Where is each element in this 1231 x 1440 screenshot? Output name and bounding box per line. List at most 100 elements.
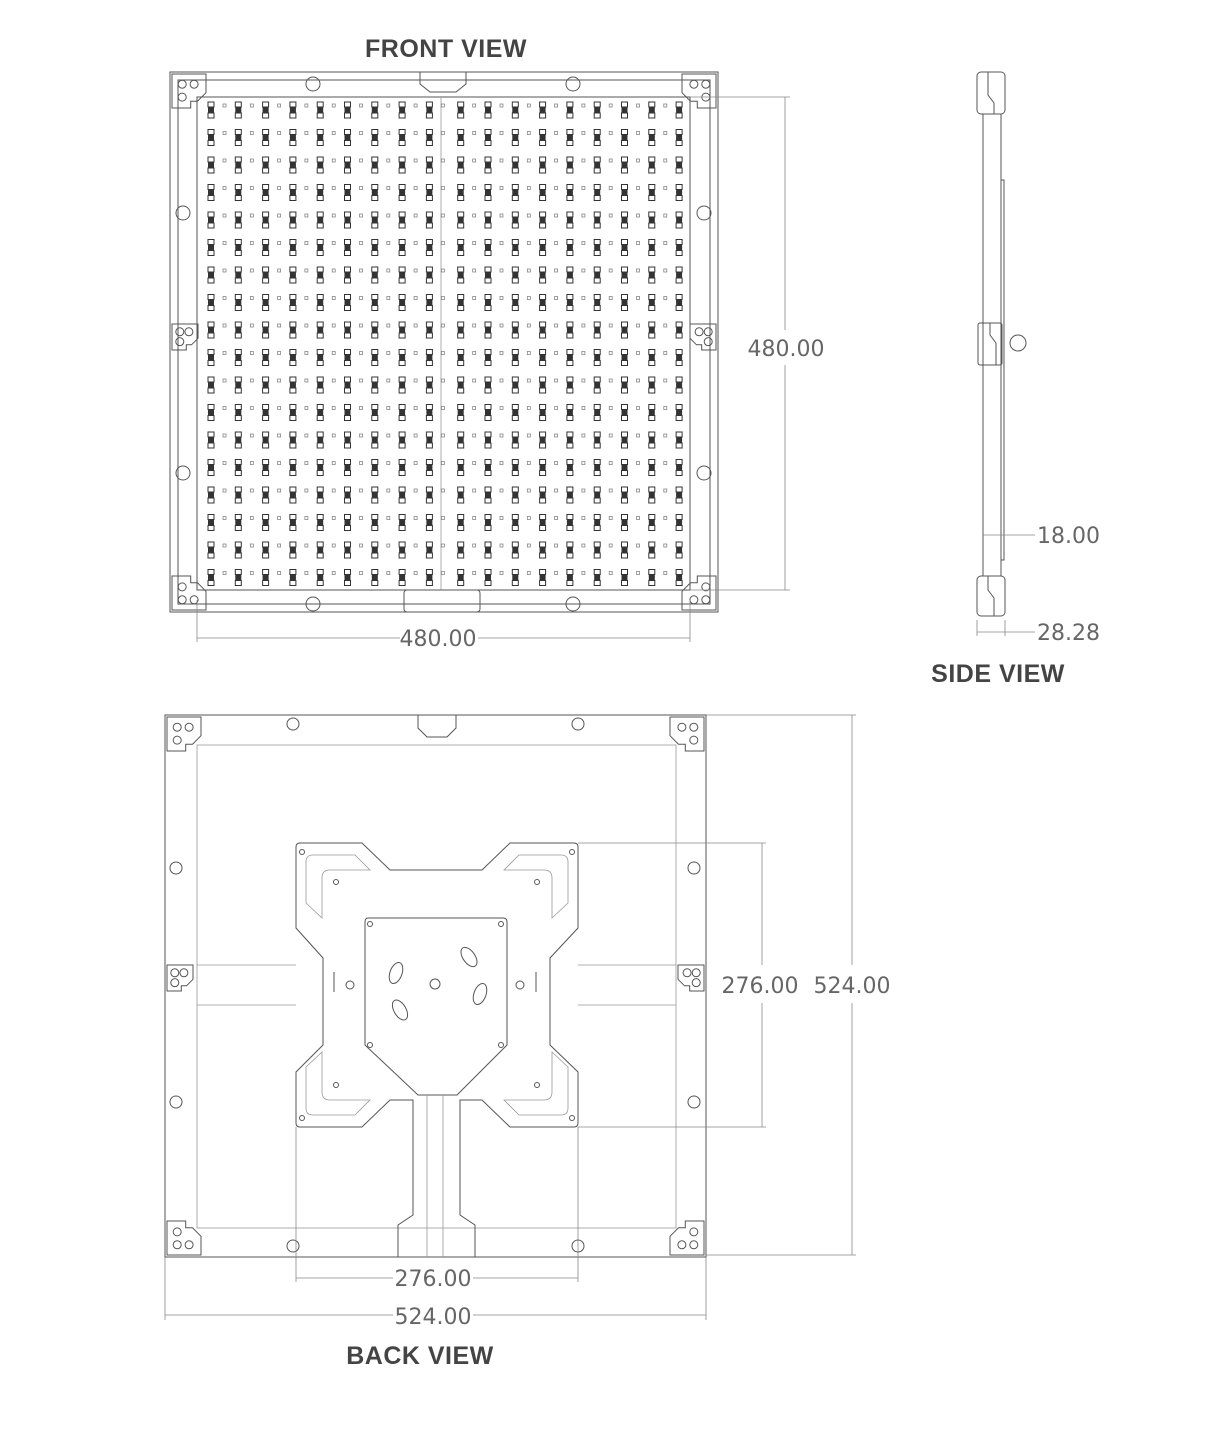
led-pixel: [675, 266, 683, 284]
led-component: [413, 241, 418, 245]
led-pixel: [539, 156, 558, 174]
led-pixel: [398, 239, 418, 256]
screw-icon: [184, 1240, 194, 1250]
led-component: [608, 186, 613, 190]
led-pixel: [398, 266, 418, 284]
led-pixel: [566, 404, 586, 421]
back-frame-inner: [196, 744, 677, 1229]
led-pixel: [425, 541, 445, 559]
led-pixel: [539, 459, 558, 476]
led-component: [472, 186, 477, 190]
led-pixel: [316, 376, 336, 394]
led-component: [304, 296, 309, 300]
led-pixel: [398, 156, 418, 174]
led-component: [413, 543, 418, 548]
mount-width-label: 276.00: [395, 1267, 472, 1292]
led-pixel: [316, 101, 336, 119]
led-component: [386, 433, 391, 438]
led-pixel: [371, 349, 391, 366]
led-pixel: [398, 486, 418, 504]
led-component: [386, 461, 391, 465]
led-pixel: [371, 184, 391, 201]
led-pixel: [593, 431, 613, 449]
led-pixel: [648, 541, 668, 559]
led-pixel: [344, 321, 363, 339]
led-pixel: [371, 156, 391, 174]
led-component: [581, 461, 586, 465]
led-pixel: [566, 156, 586, 174]
led-component: [663, 268, 668, 273]
led-component: [331, 158, 336, 163]
led-component: [608, 158, 613, 163]
led-component: [304, 516, 309, 520]
led-pixel: [484, 541, 504, 559]
led-component: [222, 488, 227, 493]
led-component: [222, 103, 227, 108]
led-pixel: [621, 321, 640, 339]
led-pixel: [457, 101, 477, 119]
led-pixel: [566, 266, 586, 284]
led-pixel: [621, 211, 640, 229]
screw-icon: [333, 879, 339, 885]
led-component: [249, 516, 254, 520]
led-pixel: [511, 266, 531, 284]
led-pixel: [207, 321, 227, 339]
led-pixel: [371, 541, 391, 559]
led-pixel: [511, 376, 531, 394]
led-pixel: [371, 404, 391, 421]
led-component: [359, 543, 363, 548]
led-pixel: [511, 514, 531, 531]
led-component: [441, 186, 445, 190]
screw-icon: [534, 879, 540, 885]
led-component: [663, 131, 668, 135]
led-component: [413, 186, 418, 190]
led-pixel: [621, 404, 640, 421]
led-component: [222, 571, 227, 575]
corner-bracket: [171, 73, 207, 109]
screw-icon: [177, 595, 187, 605]
led-component: [249, 323, 254, 328]
led-pixel: [398, 321, 418, 339]
led-pixel: [675, 184, 683, 201]
led-pixel: [648, 376, 668, 394]
led-component: [441, 131, 445, 135]
led-pixel: [648, 211, 668, 229]
led-pixel: [262, 459, 281, 476]
led-component: [499, 571, 504, 575]
led-pixel: [344, 376, 363, 394]
led-pixel: [484, 211, 504, 229]
led-pixel: [262, 404, 281, 421]
led-component: [636, 351, 640, 355]
led-component: [386, 213, 391, 218]
led-component: [663, 296, 668, 300]
screw-icon: [689, 79, 699, 89]
led-component: [554, 406, 558, 410]
led-pixel: [593, 266, 613, 284]
led-component: [441, 351, 445, 355]
led-component: [249, 268, 254, 273]
led-component: [441, 433, 445, 438]
led-component: [663, 571, 668, 575]
led-pixel: [621, 431, 640, 449]
led-component: [636, 461, 640, 465]
led-pixel: [593, 514, 613, 531]
front-height-label: 480.00: [748, 337, 825, 362]
led-component: [277, 543, 281, 548]
led-pixel: [207, 184, 227, 201]
led-pixel: [344, 239, 363, 256]
led-component: [304, 186, 309, 190]
led-component: [331, 571, 336, 575]
screw-icon: [689, 735, 699, 745]
led-pixel: [511, 101, 531, 119]
led-pixel: [484, 101, 504, 119]
screw-icon: [689, 722, 699, 732]
screw-icon: [175, 337, 185, 347]
led-pixel: [511, 294, 531, 311]
led-component: [304, 571, 309, 575]
led-component: [222, 186, 227, 190]
led-component: [222, 378, 227, 383]
led-component: [331, 378, 336, 383]
led-component: [249, 241, 254, 245]
led-component: [386, 296, 391, 300]
led-pixel: [675, 321, 683, 339]
